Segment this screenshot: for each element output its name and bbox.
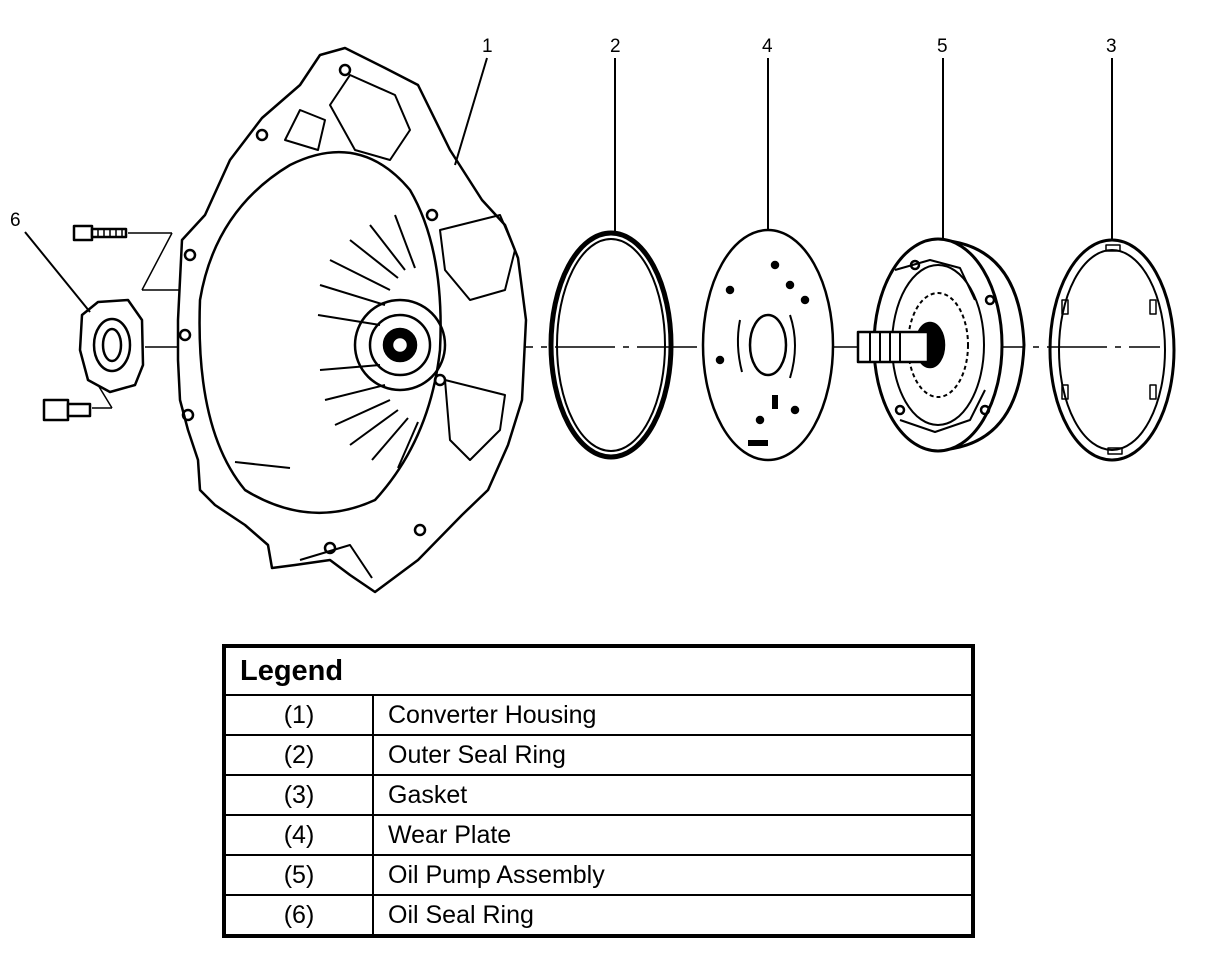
callout-label-4: 4 — [762, 36, 773, 57]
gasket — [1048, 238, 1176, 462]
legend-table: Legend (1) Converter Housing (2) Outer S… — [222, 644, 975, 938]
bolt-axis-line — [97, 384, 113, 409]
legend-description: Converter Housing — [372, 694, 974, 736]
leader-line-6 — [24, 231, 91, 313]
leader-line-1 — [454, 57, 488, 166]
wear-plate — [701, 228, 835, 462]
callout-label-2: 2 — [610, 36, 621, 57]
legend-number: (3) — [223, 774, 374, 816]
bolt-axis-line — [141, 232, 173, 291]
legend-row: (2) Outer Seal Ring — [223, 734, 974, 776]
legend-description: Oil Seal Ring — [372, 894, 974, 937]
legend-title: Legend — [223, 645, 974, 696]
converter-housing — [176, 46, 528, 594]
legend-number: (6) — [223, 894, 374, 937]
legend-description: Wear Plate — [372, 814, 974, 856]
oil-seal-ring — [78, 298, 145, 394]
upper-bolt — [72, 224, 128, 242]
legend-row: (3) Gasket — [223, 774, 974, 816]
callout-label-3: 3 — [1106, 36, 1117, 57]
legend-number: (5) — [223, 854, 374, 896]
legend-row: (5) Oil Pump Assembly — [223, 854, 974, 896]
legend-description: Oil Pump Assembly — [372, 854, 974, 896]
legend-row: (6) Oil Seal Ring — [223, 894, 974, 937]
legend-row: (4) Wear Plate — [223, 814, 974, 856]
legend-description: Gasket — [372, 774, 974, 816]
legend-number: (4) — [223, 814, 374, 856]
legend-description: Outer Seal Ring — [372, 734, 974, 776]
legend-row: (1) Converter Housing — [223, 694, 974, 736]
exploded-view-diagram: 1 2 4 5 3 6 — [10, 36, 1176, 594]
legend-number: (2) — [223, 734, 374, 776]
legend-header-row: Legend — [223, 645, 974, 696]
callout-label-5: 5 — [937, 36, 948, 57]
outer-seal-ring — [548, 230, 674, 460]
callout-label-1: 1 — [482, 36, 493, 57]
oil-pump-assembly — [856, 237, 1026, 453]
callout-label-6: 6 — [10, 210, 21, 231]
lower-bolt — [42, 398, 92, 422]
legend-number: (1) — [223, 694, 374, 736]
